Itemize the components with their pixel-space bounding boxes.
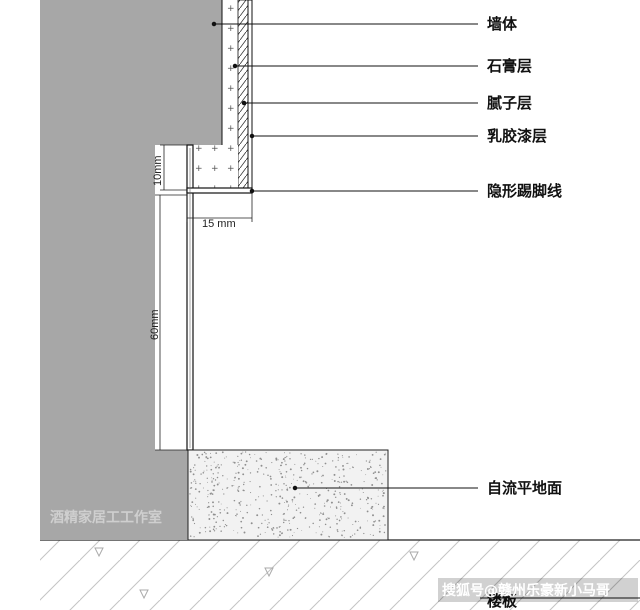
- source-watermark: 搜狐号@赣州乐豪新小马哥: [442, 582, 610, 599]
- wall-lower-mass: [40, 450, 188, 540]
- self-leveling-floor: [187, 449, 389, 541]
- dimension-10mm: [160, 144, 187, 191]
- label-hidden-skirting: 隐形踢脚线: [487, 182, 562, 200]
- label-self-leveling-floor: 自流平地面: [487, 479, 562, 497]
- dim-15mm-label: 15 mm: [202, 218, 236, 230]
- putty-layer: [237, 0, 249, 191]
- leader-lines: [211, 21, 640, 599]
- label-wall: 墙体: [487, 15, 518, 33]
- hidden-skirting-profile: [186, 144, 253, 451]
- label-putty: 腻子层: [487, 94, 532, 112]
- dimension-60mm: [155, 194, 187, 451]
- gypsum-infill: [193, 145, 238, 188]
- dim-10mm-label: 10mm: [152, 155, 164, 186]
- dim-60mm-label: 60mm: [149, 309, 161, 340]
- source-watermark-bg: [438, 578, 638, 602]
- dimension-15mm: [186, 193, 253, 222]
- label-latex-paint: 乳胶漆层: [487, 127, 547, 145]
- label-floor-slab: 楼板: [487, 592, 518, 610]
- latex-paint-layer: [247, 0, 253, 191]
- studio-watermark: 酒精家居工工作室: [50, 509, 162, 526]
- wall-body: [40, 0, 222, 540]
- label-gypsum: 石膏层: [486, 57, 532, 75]
